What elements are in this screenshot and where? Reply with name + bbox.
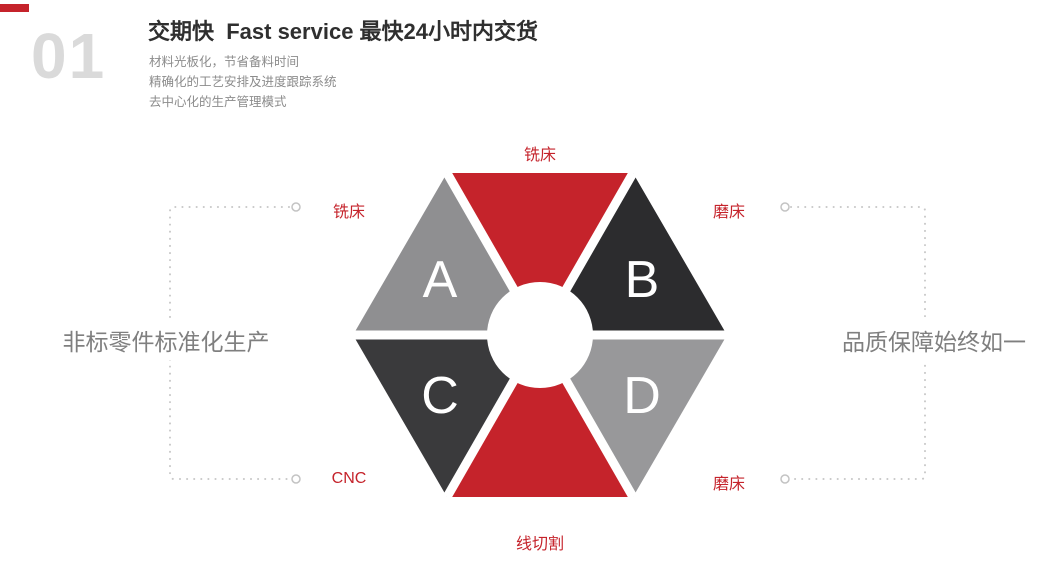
connector-dot [780, 474, 790, 484]
connector-dots [291, 202, 790, 484]
label-upper-left: 铣床 [332, 204, 366, 221]
segment-lower-left [353, 335, 540, 497]
label-lower-right: 磨床 [712, 476, 746, 493]
segment-letter-c: C [421, 367, 459, 425]
segment-letter-b: B [625, 251, 660, 309]
connectors [169, 206, 926, 480]
section-bullets: 材料光板化，节省备料时间 精确化的工艺安排及进度跟踪系统 去中心化的生产管理模式 [149, 52, 337, 112]
center-circle [487, 282, 593, 388]
segment-letter-a: A [423, 251, 458, 309]
segment-upper-left [353, 173, 540, 335]
label-lower-left: CNC [331, 470, 367, 487]
segment-lower-right [540, 335, 727, 497]
connector-right [790, 206, 926, 480]
connector-dot [291, 202, 301, 212]
segment-upper-right [540, 173, 727, 335]
side-text-left: 非标零件标准化生产 [54, 320, 278, 360]
accent-bar [0, 4, 29, 12]
section-number: 01 [31, 20, 107, 92]
connector-dot [291, 474, 301, 484]
connector-left [169, 206, 290, 480]
label-upper-right: 磨床 [712, 204, 746, 221]
segment-letter-d: D [623, 367, 661, 425]
bullet-line: 精确化的工艺安排及进度跟踪系统 [149, 75, 337, 89]
bullet-line: 材料光板化，节省备料时间 [149, 55, 300, 69]
segment-top [447, 173, 633, 335]
side-text-right: 品质保障始终如一 [834, 320, 1034, 360]
connector-dot [780, 202, 790, 212]
bullet-line: 去中心化的生产管理模式 [149, 95, 287, 109]
label-bottom: 线切割 [515, 536, 565, 553]
label-top: 铣床 [523, 147, 557, 164]
section-title: 交期快 Fast service 最快24小时内交货 [148, 19, 539, 44]
segment-bottom [447, 335, 633, 497]
